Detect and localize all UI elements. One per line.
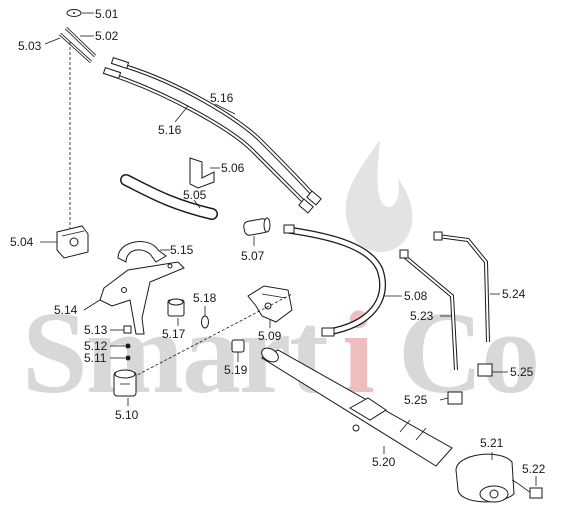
part-5-21-motor (455, 452, 515, 503)
label-5-10: 5.10 (115, 408, 139, 422)
label-5-11: 5.11 (84, 351, 107, 365)
label-5-17: 5.17 (162, 327, 186, 341)
label-5-14: 5.14 (54, 303, 78, 317)
label-5-02: 5.02 (95, 29, 119, 43)
watermark-text-co: Co (398, 287, 538, 418)
part-5-18-seal (201, 306, 209, 329)
label-5-21: 5.21 (480, 436, 504, 450)
label-5-25-right: 5.25 (510, 365, 534, 379)
label-5-19: 5.19 (224, 363, 248, 377)
label-5-03: 5.03 (18, 39, 42, 53)
label-5-01: 5.01 (95, 7, 119, 21)
part-5-23-oil-line (399, 249, 458, 371)
label-5-25-left: 5.25 (404, 393, 428, 407)
part-5-10-nozzle-holder (113, 369, 137, 406)
label-5-15: 5.15 (170, 243, 194, 257)
label-5-24: 5.24 (502, 287, 526, 301)
part-5-25-fittings (439, 363, 508, 405)
watermark: Smart i Co (22, 140, 540, 418)
label-5-04: 5.04 (10, 235, 34, 249)
part-5-05-hose (120, 174, 218, 220)
label-5-23: 5.23 (410, 309, 434, 323)
part-5-01-washer (66, 9, 94, 17)
watermark-flame-icon (345, 140, 413, 252)
label-5-13: 5.13 (84, 323, 108, 337)
label-5-22: 5.22 (522, 462, 546, 476)
part-5-14-mounting-plate (83, 261, 185, 335)
label-5-05: 5.05 (183, 188, 207, 202)
label-5-09: 5.09 (258, 329, 282, 343)
part-5-11-5-13-small-parts (110, 325, 132, 361)
part-5-06-bracket (189, 157, 220, 189)
label-5-07: 5.07 (241, 249, 265, 263)
part-5-15-clamp (117, 241, 170, 263)
part-5-22-connector (511, 476, 543, 499)
label-5-06: 5.06 (221, 161, 245, 175)
part-5-02-5-03-electrodes (44, 26, 97, 64)
label-5-16-lower: 5.16 (158, 123, 182, 137)
callout-labels: 5.01 5.02 5.03 5.04 5.05 5.06 5.07 5.08 … (10, 7, 546, 476)
part-5-16-ignition-cables (102, 57, 322, 214)
part-5-08-oil-hose (283, 224, 402, 337)
part-5-20-blast-tube (260, 347, 453, 467)
part-5-24-oil-line (433, 231, 500, 343)
label-5-08: 5.08 (404, 289, 428, 303)
assembly-line-nozzle (119, 293, 293, 385)
label-5-20: 5.20 (372, 455, 396, 469)
part-5-04-electrode-holder (40, 225, 89, 259)
part-5-19-fitting (231, 339, 245, 362)
label-5-12: 5.12 (84, 339, 108, 353)
label-5-18: 5.18 (193, 291, 217, 305)
part-5-17-nozzle (167, 298, 185, 326)
part-5-07-sleeve (243, 217, 271, 246)
label-5-16-upper: 5.16 (210, 91, 234, 105)
